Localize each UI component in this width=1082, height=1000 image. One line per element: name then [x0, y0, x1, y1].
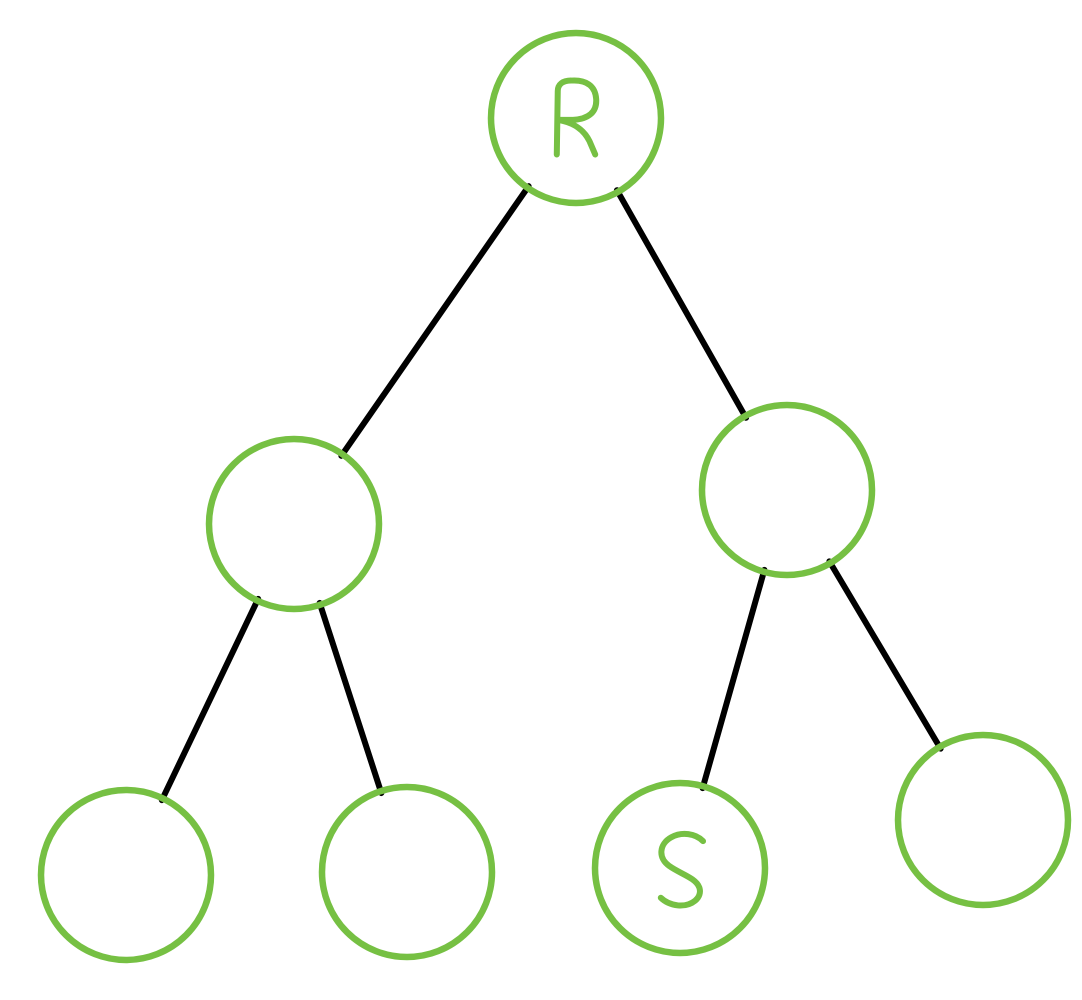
- edge-mid-left-to-leaf-1: [158, 595, 262, 804]
- edge-mid-right-to-leaf-s: [699, 566, 768, 792]
- node-leaf-2[interactable]: [318, 783, 496, 961]
- node-leaf-s[interactable]: S: [591, 779, 769, 957]
- edge-root-to-mid-right: [613, 187, 750, 421]
- node-leaf-s-label-glyph: [657, 830, 707, 909]
- node-leaf-2-circle: [318, 783, 496, 961]
- node-root-r[interactable]: R: [487, 29, 665, 207]
- node-mid-right-circle: [698, 401, 876, 579]
- node-leaf-1-circle: [37, 786, 215, 964]
- node-leaf-s-label: S: [680, 867, 681, 868]
- node-mid-right[interactable]: [698, 401, 876, 579]
- node-leaf-s-circle: [591, 779, 769, 957]
- edges-layer: [158, 183, 944, 804]
- edge-mid-right-to-leaf-4: [826, 558, 944, 752]
- node-mid-left-circle: [205, 435, 383, 613]
- nodes-layer: RS: [37, 29, 1072, 964]
- edge-mid-left-to-leaf-2: [316, 599, 385, 797]
- edge-root-to-mid-left: [338, 183, 532, 459]
- node-root-r-label-glyph: [553, 77, 600, 158]
- node-leaf-1[interactable]: [37, 786, 215, 964]
- node-leaf-4[interactable]: [894, 731, 1072, 909]
- node-mid-left[interactable]: [205, 435, 383, 613]
- node-leaf-4-circle: [894, 731, 1072, 909]
- node-root-r-circle: [487, 29, 665, 207]
